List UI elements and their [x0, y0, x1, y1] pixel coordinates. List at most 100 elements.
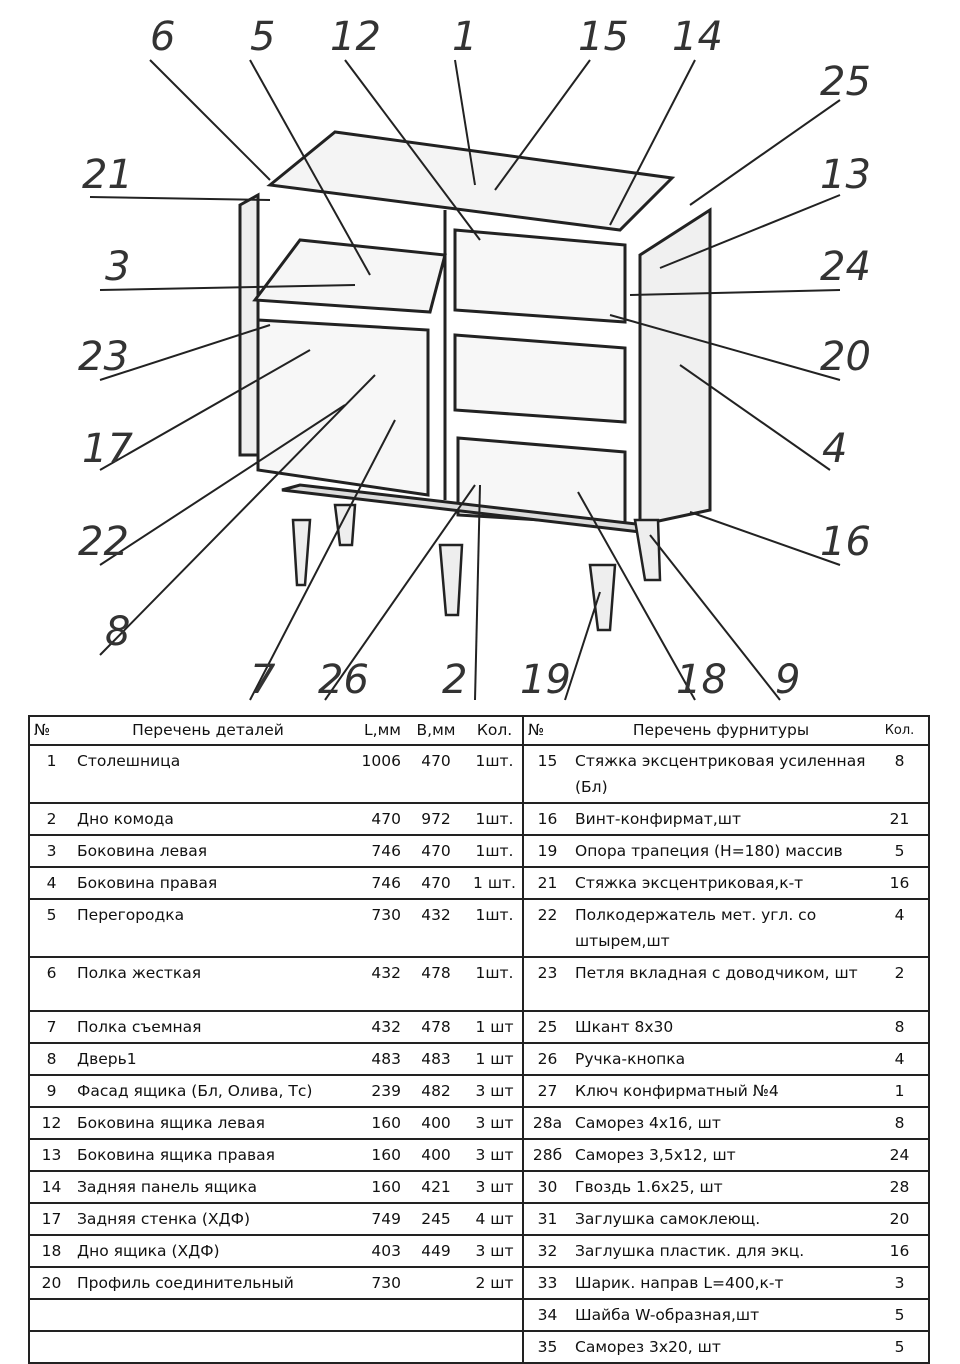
hardware-no: 33 [522, 1266, 571, 1300]
hardware-name: Саморез 3,5х12, шт [571, 1138, 871, 1172]
callout-15: 15 [578, 14, 629, 60]
callout-3: 3 [105, 244, 130, 290]
part-length [343, 1298, 405, 1332]
part-width: 478 [405, 1010, 467, 1044]
part-no: 14 [29, 1170, 73, 1204]
drawer-2 [453, 333, 627, 424]
callout-14: 14 [672, 14, 723, 60]
leader-lines [89, 59, 841, 701]
legs [291, 503, 662, 632]
callout-4: 4 [822, 426, 847, 472]
part-qty: 3 шт [467, 1106, 523, 1140]
hardware-name: Шкант 8х30 [571, 1010, 871, 1044]
part-name: Столешница [73, 744, 343, 804]
header-hw-no: № [522, 715, 571, 746]
part-no: 1 [29, 744, 73, 804]
hardware-no: 30 [522, 1170, 571, 1204]
part-length: 749 [343, 1202, 405, 1236]
part-no: 6 [29, 956, 73, 1012]
part-width: 470 [405, 834, 467, 868]
part-name [73, 1298, 343, 1332]
part-name: Полка жесткая [73, 956, 343, 1012]
part-no: 12 [29, 1106, 73, 1140]
part-no [29, 1330, 73, 1364]
part-length: 730 [343, 1266, 405, 1300]
hardware-qty: 8 [871, 744, 929, 804]
hardware-qty: 21 [871, 802, 929, 836]
callout-2: 2 [442, 657, 467, 703]
hardware-no: 15 [522, 744, 571, 804]
part-length: 432 [343, 956, 405, 1012]
part-name: Боковина ящика левая [73, 1106, 343, 1140]
part-qty: 3 шт [467, 1138, 523, 1172]
part-qty: 4 шт [467, 1202, 523, 1236]
part-qty: 1шт. [467, 744, 523, 804]
part-qty: 1шт. [467, 802, 523, 836]
hardware-name: Опора трапеция (H=180) массив [571, 834, 871, 868]
hardware-no: 32 [522, 1234, 571, 1268]
part-length: 746 [343, 834, 405, 868]
part-qty: 3 шт [467, 1234, 523, 1268]
hardware-name: Заглушка пластик. для экц. [571, 1234, 871, 1268]
callout-21: 21 [82, 152, 133, 198]
callout-5: 5 [250, 14, 275, 60]
hardware-qty: 16 [871, 1234, 929, 1268]
part-name: Фасад ящика (Бл, Олива, Тс) [73, 1074, 343, 1108]
header-qty: Кол. [467, 715, 523, 746]
part-length: 730 [343, 898, 405, 958]
hardware-name: Гвоздь 1.6х25, шт [571, 1170, 871, 1204]
hardware-qty: 3 [871, 1266, 929, 1300]
part-no: 18 [29, 1234, 73, 1268]
callout-7: 7 [250, 657, 276, 703]
callout-22: 22 [78, 519, 129, 565]
hardware-no: 19 [522, 834, 571, 868]
hardware-qty: 24 [871, 1138, 929, 1172]
part-width [405, 1266, 467, 1300]
part-width: 421 [405, 1170, 467, 1204]
part-no: 4 [29, 866, 73, 900]
part-width: 245 [405, 1202, 467, 1236]
part-width: 470 [405, 866, 467, 900]
hardware-no: 28б [522, 1138, 571, 1172]
part-no: 7 [29, 1010, 73, 1044]
table-header-row: № Перечень деталей L,мм B,мм Кол. № Пере… [29, 715, 929, 746]
callout-12: 12 [330, 14, 381, 60]
right-side-panel [638, 207, 712, 527]
hardware-name: Заглушка самоклеющ. [571, 1202, 871, 1236]
hardware-name: Саморез 3х20, шт [571, 1330, 871, 1364]
header-hw-qty: Кол. [871, 715, 929, 746]
part-no: 8 [29, 1042, 73, 1076]
hardware-no: 16 [522, 802, 571, 836]
hardware-no: 25 [522, 1010, 571, 1044]
hardware-name: Шайба W-образная,шт [571, 1298, 871, 1332]
part-qty: 3 шт [467, 1074, 523, 1108]
part-name: Задняя стенка (ХДФ) [73, 1202, 343, 1236]
part-name: Боковина левая [73, 834, 343, 868]
part-no [29, 1298, 73, 1332]
hardware-no: 35 [522, 1330, 571, 1364]
hardware-qty: 5 [871, 1298, 929, 1332]
drawer-1 [453, 228, 627, 324]
part-length: 239 [343, 1074, 405, 1108]
left-side-panel [238, 192, 260, 457]
part-no: 5 [29, 898, 73, 958]
part-qty: 1 шт. [467, 866, 523, 900]
hardware-qty: 5 [871, 1330, 929, 1364]
part-width: 470 [405, 744, 467, 804]
hardware-no: 31 [522, 1202, 571, 1236]
part-name: Боковина ящика правая [73, 1138, 343, 1172]
part-length: 160 [343, 1138, 405, 1172]
part-qty: 3 шт [467, 1170, 523, 1204]
part-length: 746 [343, 866, 405, 900]
part-length: 403 [343, 1234, 405, 1268]
